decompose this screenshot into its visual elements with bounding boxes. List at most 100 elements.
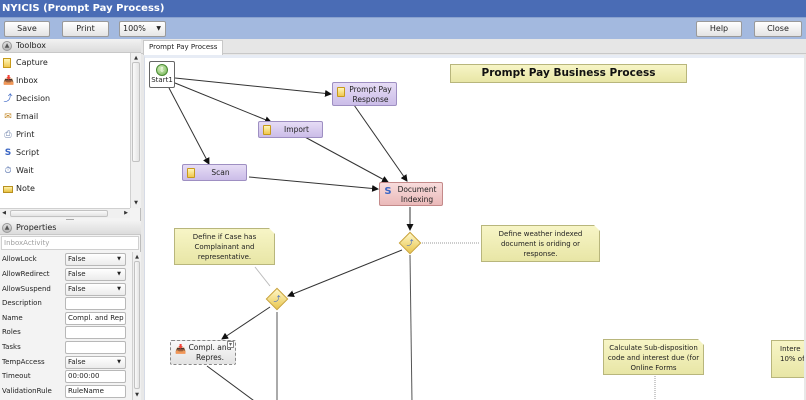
zoom-select[interactable]: 100% ▼	[119, 21, 166, 37]
toolbox-item-decision[interactable]: ⤴ Decision	[0, 90, 130, 108]
allowredirect-dropdown[interactable]: False▼	[65, 268, 126, 281]
toolbox-vertical-scrollbar[interactable]: ▲ ▼	[130, 53, 141, 208]
timeout-field[interactable]: 00:00:00	[65, 370, 126, 383]
note-subdisposition[interactable]: Calculate Sub-disposition code and inter…	[603, 339, 704, 375]
roles-field[interactable]	[65, 326, 126, 339]
connector-scan-indexing[interactable]	[248, 176, 379, 192]
node-label: Repres.	[195, 353, 225, 362]
scroll-right-icon[interactable]: ▶	[124, 210, 128, 216]
connector-compl-down[interactable]	[206, 365, 257, 400]
property-label: AllowLock	[2, 255, 37, 263]
properties-grid: AllowLock False▼ AllowRedirect False▼ Al…	[0, 252, 132, 400]
toolbox-item-note[interactable]: Note	[0, 180, 130, 198]
property-label: ValidationRule	[2, 387, 52, 395]
node-prompt-pay-response[interactable]: Prompt Pay Response	[332, 82, 397, 106]
note-indexed[interactable]: Define weather indexed document is oridi…	[481, 225, 600, 262]
toolbox-item-label: Decision	[16, 94, 51, 103]
note-line: Calculate Sub-disposition	[609, 344, 698, 352]
toolbox-item-inbox[interactable]: 📥 Inbox	[0, 72, 130, 90]
property-row-allowredirect: AllowRedirect False▼	[0, 267, 132, 281]
connector-decision-down[interactable]	[409, 254, 413, 400]
start-node[interactable]: ⇩ Start1	[149, 61, 175, 88]
node-label: Scan	[211, 168, 230, 177]
connector-response-indexing[interactable]	[353, 104, 408, 182]
toolbox-item-capture[interactable]: Capture	[0, 54, 130, 72]
scroll-left-icon[interactable]: ◀	[2, 210, 6, 216]
chevron-down-icon: ▼	[117, 359, 121, 365]
node-document-indexing[interactable]: S Document Indexing	[379, 182, 443, 206]
capture-icon	[187, 168, 195, 178]
splitter-grip[interactable]	[66, 219, 74, 220]
scrollbar-thumb[interactable]	[10, 210, 108, 217]
scroll-down-icon[interactable]: ▼	[135, 392, 139, 398]
name-field[interactable]: Compl. and Rep	[65, 312, 126, 325]
scroll-down-icon[interactable]: ▼	[134, 200, 138, 206]
scroll-up-icon[interactable]: ▲	[134, 55, 138, 61]
save-button[interactable]: Save	[4, 21, 50, 37]
allowlock-dropdown[interactable]: False▼	[65, 253, 126, 266]
node-label: Document	[397, 185, 437, 194]
note-interest[interactable]: Intere 10% of	[771, 340, 804, 378]
tab-prompt-pay-process[interactable]: Prompt Pay Process	[143, 40, 224, 55]
scroll-up-icon[interactable]: ▲	[135, 254, 139, 260]
expand-icon[interactable]: ▾	[227, 341, 234, 348]
script-icon: S	[384, 186, 392, 197]
properties-vertical-scrollbar[interactable]: ▲ ▼	[132, 252, 141, 400]
note-link-case	[254, 266, 271, 287]
property-label: Tasks	[2, 343, 21, 351]
toolbox-item-label: Wait	[16, 166, 34, 175]
dropdown-value: False	[68, 270, 86, 278]
property-row-description: Description	[0, 296, 132, 310]
tempaccess-dropdown[interactable]: False▼	[65, 356, 126, 369]
zoom-value: 100%	[123, 24, 146, 33]
close-button[interactable]: Close	[754, 21, 802, 37]
chevron-down-icon: ▼	[156, 25, 161, 32]
panel-splitter[interactable]	[0, 218, 141, 221]
collapse-icon[interactable]: ▲	[2, 223, 12, 233]
connector-decision-decision2[interactable]	[287, 249, 403, 298]
toolbox-item-wait[interactable]: ⏱ Wait	[0, 162, 130, 180]
property-label: TempAccess	[2, 358, 45, 366]
properties-header[interactable]: ▲ Properties	[0, 221, 141, 235]
allowsuspend-dropdown[interactable]: False▼	[65, 283, 126, 296]
diagram-title-note[interactable]: Prompt Pay Business Process	[450, 64, 687, 83]
toolbox-item-script[interactable]: S Script	[0, 144, 130, 162]
note-line: representative.	[197, 253, 252, 261]
connector-import-indexing[interactable]	[302, 135, 389, 183]
tasks-field[interactable]	[65, 341, 126, 354]
toolbox-item-email[interactable]: ✉ Email	[0, 108, 130, 126]
print-icon: ⎙	[4, 130, 12, 140]
connector-decision2-compl[interactable]	[221, 306, 271, 340]
property-row-tasks: Tasks	[0, 340, 132, 354]
toolbox-item-print[interactable]: ⎙ Print	[0, 126, 130, 144]
node-label: Indexing	[400, 195, 434, 204]
note-case[interactable]: Define if Case has Complainant and repre…	[174, 228, 275, 265]
connector-start-import[interactable]	[174, 82, 272, 123]
capture-icon	[263, 125, 271, 135]
node-compl-and-repres[interactable]: 📥 ▾ Compl. and Repres.	[170, 340, 236, 365]
note-line: Complainant and	[194, 243, 255, 251]
property-label: Timeout	[2, 372, 31, 380]
scrollbar-thumb[interactable]	[132, 62, 140, 162]
property-row-validationrule: ValidationRule RuleName	[0, 384, 132, 398]
toolbox-horizontal-scrollbar[interactable]: ◀ ▶	[0, 208, 130, 218]
connector-start-scan[interactable]	[168, 87, 210, 165]
note-icon	[3, 186, 13, 193]
scrollbar-thumb[interactable]	[134, 261, 140, 389]
node-scan[interactable]: Scan	[182, 164, 247, 181]
connector-start-response[interactable]	[174, 77, 332, 97]
node-import[interactable]: Import	[258, 121, 323, 138]
node-label: Response	[352, 95, 389, 104]
start-icon: ⇩	[156, 64, 168, 76]
validationrule-field[interactable]: RuleName	[65, 385, 126, 398]
toolbar: Save Print 100% ▼ Help Close	[0, 17, 806, 39]
note-line: Online Forms	[630, 364, 677, 372]
node-label: Start1	[151, 76, 173, 84]
diagram-canvas[interactable]: Prompt Pay Business Process ⇩ Start1 Pro…	[144, 55, 804, 400]
note-line: response.	[523, 250, 558, 258]
collapse-icon[interactable]: ▲	[2, 41, 12, 51]
print-button[interactable]: Print	[62, 21, 109, 37]
help-button[interactable]: Help	[696, 21, 742, 37]
toolbox-header[interactable]: ▲ Toolbox	[0, 39, 141, 53]
description-field[interactable]	[65, 297, 126, 310]
